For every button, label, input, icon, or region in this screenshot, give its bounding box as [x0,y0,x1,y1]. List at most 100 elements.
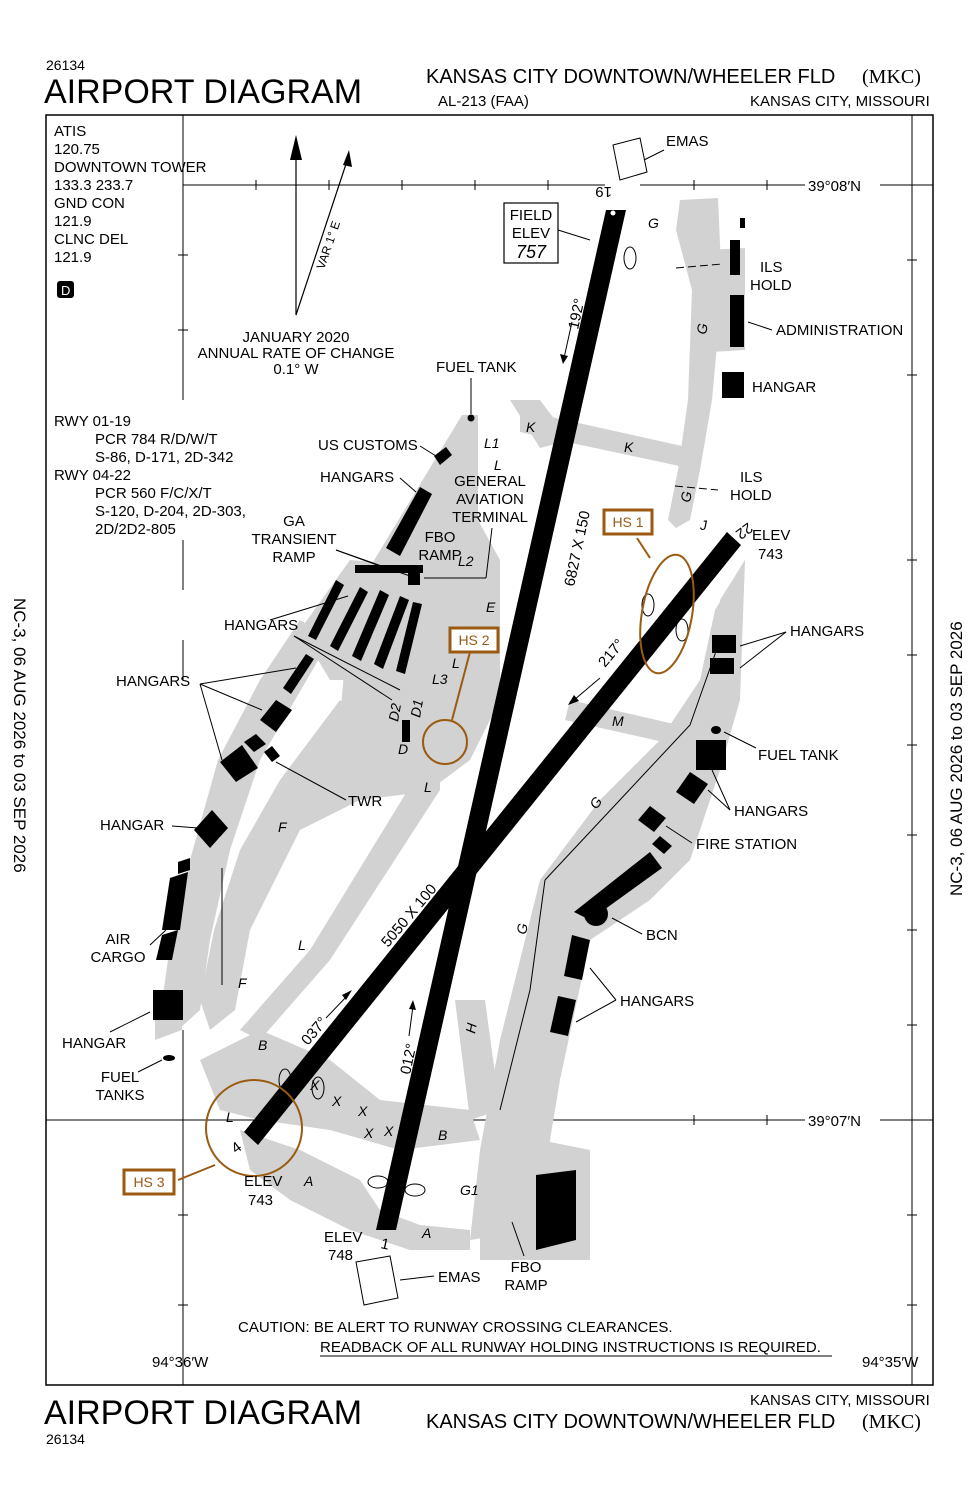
taxiway-x-label: X [309,1077,320,1093]
fuel-tank-top-label: FUEL TANK [436,359,517,376]
taxiway-g-label: G [513,922,531,936]
ils-hold-1b: HOLD [750,277,792,294]
hot-spot-2: HS 2 [458,632,489,648]
taxiway-x-label: X [357,1103,368,1119]
ga-ramp-1: GA [283,513,305,530]
airspace-class-icon [57,281,74,298]
variation-date: JANUARY 2020 [242,329,349,346]
taxiway-a-label: A [303,1173,313,1189]
tower-label: DOWNTOWN TOWER [54,159,207,176]
taxiway-h-label: H [462,1021,480,1035]
taxiway-l-label: L [298,937,306,953]
hot-spot-3: HS 3 [133,1174,164,1190]
taxiway-m-label: M [612,713,624,729]
taxiway-g1-label: G1 [460,1182,479,1198]
atis-label: ATIS [54,123,86,140]
lat-north-label: 39°08′N [808,178,861,195]
hangar-w-label: HANGAR [100,817,164,834]
north-arrow-icon [290,135,302,315]
airspace-class: D [61,283,70,298]
elev-4-value: 743 [248,1192,273,1209]
hangar-ne-label: HANGAR [752,379,816,396]
taxiway-x-label: X [363,1125,374,1141]
footer-title: AIRPORT DIAGRAM [44,1394,362,1432]
chart-id-bottom: 26134 [46,1431,85,1447]
elev-1-value: 748 [328,1247,353,1264]
taxiway-f-label: F [278,819,288,835]
heading-012: 012° [397,1042,420,1076]
field-elev-leader [557,229,591,241]
taxiway-l1-label: L1 [484,435,500,451]
elev-4-label: ELEV [244,1173,282,1190]
variation-rate-label: ANNUAL RATE OF CHANGE [198,345,395,362]
taxiway-j-label: J [699,517,708,533]
hangar-sw [153,990,183,1020]
fbo-ramp-1b: RAMP [418,547,461,564]
taxiway-d2-label: D2 [385,702,404,723]
ga-terminal-2: AVIATION [456,491,524,508]
rwy2-weights1: S-120, D-204, 2D-303, [95,503,246,520]
air-cargo-1: AIR [105,931,130,948]
us-customs-building [434,447,452,465]
hot-spot-circles [177,537,695,1181]
runway-1-label: 1 [379,1235,391,1253]
fuel-tank-east-icon [711,726,721,734]
rwy1-name: RWY 01-19 [54,413,131,430]
atis-freq: 120.75 [54,141,100,158]
fbo-ramp-1a: FBO [425,529,456,546]
procedure-id: AL-213 (FAA) [438,93,529,110]
variation-label: VAR 1° E [314,219,343,271]
taxiway-d-label: D [398,741,408,757]
bcn-label: BCN [646,927,678,944]
hangars-west1-label: HANGARS [224,617,298,634]
hangars-east3-label: HANGARS [620,993,694,1010]
rwy1-pcr: PCR 784 R/D/W/T [95,431,218,448]
field-elev-label1: FIELD [510,207,553,224]
twr-label: TWR [348,793,382,810]
lat-south-label: 39°07′N [808,1113,861,1130]
air-cargo-2: CARGO [90,949,145,966]
hangars-customs-label: HANGARS [320,469,394,486]
runway-22-label: 22 [732,519,756,543]
footer-city: KANSAS CITY, MISSOURI [750,1392,930,1409]
tower-building [264,746,280,762]
chart-id-top: 26134 [46,57,85,73]
elev-22-value: 743 [758,546,783,563]
fuel-tanks-1: FUEL [101,1069,139,1086]
emas-south-label: EMAS [438,1269,481,1286]
runway-01-19 [376,210,626,1230]
hangars-customs [386,487,432,556]
city-state: KANSAS CITY, MISSOURI [750,93,930,110]
elev-22-label: ELEV [752,527,790,544]
taxiway-l-label: L [424,779,432,795]
buildings [153,218,745,1250]
fuel-tanks-icon [163,1055,175,1061]
taxiway-x-label: X [383,1123,394,1139]
heading-192: 192° [565,297,588,331]
fire-station-building [638,806,666,832]
rwy2-name: RWY 04-22 [54,467,131,484]
rwy2-weights2: 2D/2D2-805 [95,521,176,538]
runway-19-label: 19 [595,183,612,200]
taxiway-a-label: A [421,1225,431,1241]
hangar-w [194,810,228,848]
us-customs-label: US CUSTOMS [318,437,418,454]
tower-freq: 133.3 233.7 [54,177,133,194]
taxiway-k-label: K [624,439,634,455]
airport-name: KANSAS CITY DOWNTOWN/WHEELER FLD [426,66,835,88]
hold-markings [221,246,723,1197]
hot-spot-1: HS 1 [612,514,643,530]
emas-north-label: EMAS [666,133,709,150]
runway-4-label: 4 [228,1139,245,1158]
side-text-right: NC-3, 06 AUG 2026 to 03 SEP 2026 [947,621,966,896]
administration-building [730,295,744,347]
taxiway-l2-label: L2 [458,553,474,569]
fbo-ramp-2a: FBO [511,1259,542,1276]
hangars-west2-label: HANGARS [116,673,190,690]
hot-spot-1-box [602,508,654,536]
taxiway-g-label: G [648,215,659,231]
taxiway-g-label: G [693,322,711,336]
clnc-label: CLNC DEL [54,231,128,248]
elev-1-label: ELEV [324,1229,362,1246]
